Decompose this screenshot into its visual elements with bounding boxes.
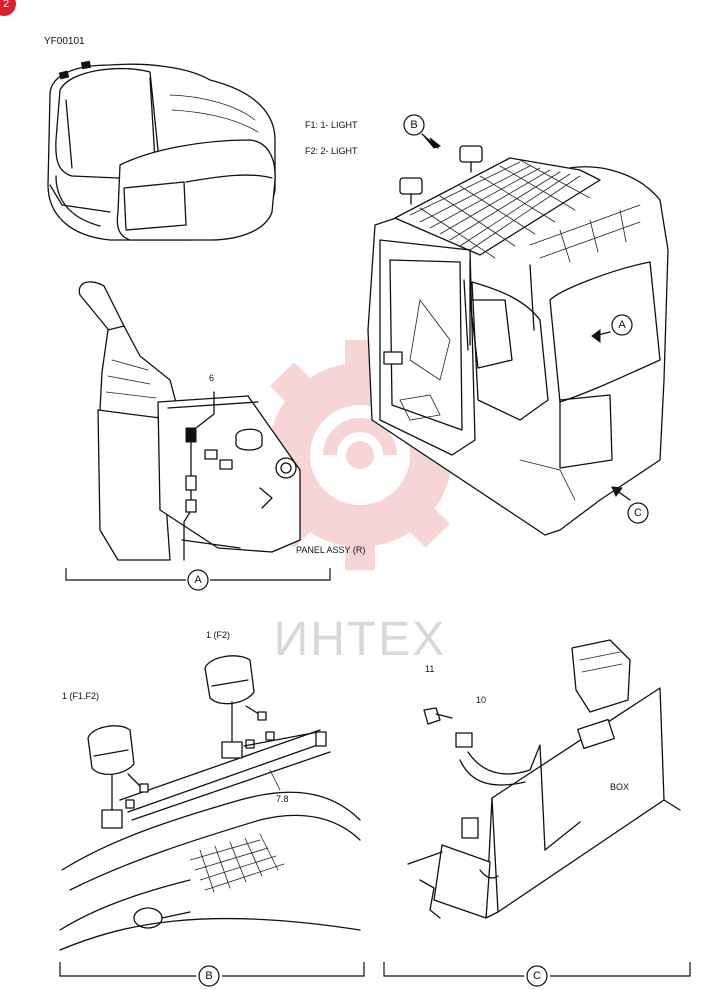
light-f1f2-label: 1 (F1.F2) <box>62 691 99 701</box>
callout-c-right: C <box>611 486 649 524</box>
box-label: BOX <box>610 782 629 792</box>
page-badge: 2 <box>0 0 16 16</box>
watermark-text: ИНТЕХ <box>274 613 447 666</box>
legend-f2: F2: 2- LIGHT <box>305 146 358 156</box>
document-code: YF00101 <box>44 36 85 47</box>
svg-text:B: B <box>410 119 417 131</box>
callout-b-top: B <box>403 114 442 149</box>
panel-assy-label: PANEL ASSY (R) <box>296 545 365 555</box>
svg-text:C: C <box>533 970 541 982</box>
svg-text:A: A <box>194 574 202 586</box>
roof-lights-illustration <box>59 655 361 951</box>
relay-box-illustration <box>407 639 681 919</box>
callout-a-right: A <box>591 314 633 343</box>
joystick-panel-illustration <box>78 281 301 561</box>
svg-text:B: B <box>205 970 212 982</box>
light-f2-label: 1 (F2) <box>206 630 230 640</box>
relay-10-label: 10 <box>476 695 486 705</box>
roof-guard-grid <box>409 159 591 259</box>
view-b-brace: B <box>59 962 365 987</box>
legend-f1: F1: 1- LIGHT <box>305 120 358 130</box>
operator-seat-illustration <box>47 60 276 241</box>
view-c-brace: C <box>383 962 691 987</box>
harness-78-label: 7.8 <box>276 794 289 804</box>
cab-illustration <box>367 145 669 536</box>
view-a-brace: A <box>65 568 331 591</box>
svg-text:2: 2 <box>3 0 9 10</box>
svg-text:C: C <box>634 507 642 519</box>
part-6-label: 6 <box>209 373 214 383</box>
bolt-11-label: 11 <box>425 664 434 674</box>
svg-text:A: A <box>618 319 626 331</box>
